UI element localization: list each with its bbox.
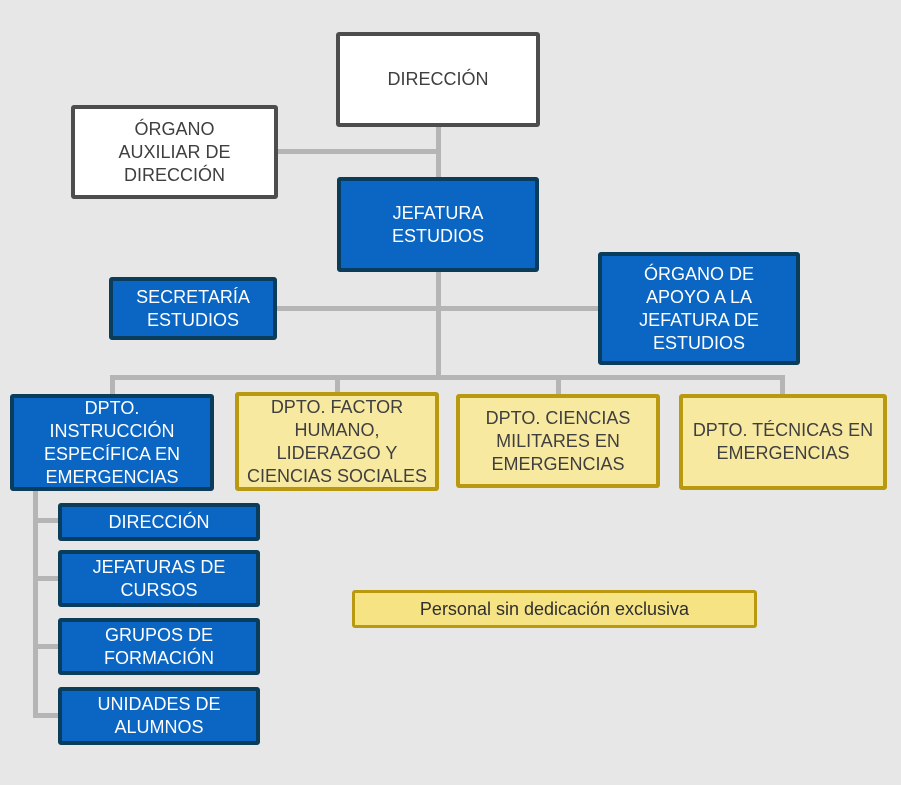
node-jefaturas-de-cursos: JEFATURAS DE CURSOS bbox=[58, 550, 260, 607]
node-dpto-factor-humano: DPTO. FACTOR HUMANO, LIDERAZGO Y CIENCIA… bbox=[235, 392, 439, 491]
node-organo-auxiliar-de-direccion: ÓRGANO AUXILIAR DE DIRECCIÓN bbox=[71, 105, 278, 199]
node-jefatura-estudios: JEFATURA ESTUDIOS bbox=[337, 177, 539, 272]
node-direccion: DIRECCIÓN bbox=[336, 32, 540, 127]
node-dpto-instruccion-especifica: DPTO. INSTRUCCIÓN ESPECÍFICA EN EMERGENC… bbox=[10, 394, 214, 491]
connector-drop-dpto-factor-humano bbox=[335, 375, 340, 392]
node-label: GRUPOS DE FORMACIÓN bbox=[104, 624, 214, 668]
node-dpto-tecnicas-emergencias: DPTO. TÉCNICAS EN EMERGENCIAS bbox=[679, 394, 887, 490]
node-organo-apoyo-jefatura-estudios: ÓRGANO DE APOYO A LA JEFATURA DE ESTUDIO… bbox=[598, 252, 800, 365]
node-label: UNIDADES DE ALUMNOS bbox=[97, 694, 221, 737]
node-label: ÓRGANO DE APOYO A LA JEFATURA DE ESTUDIO… bbox=[639, 263, 759, 353]
connector-drop-dpto-tecnicas bbox=[780, 375, 785, 394]
node-secretaria-estudios: SECRETARÍA ESTUDIOS bbox=[109, 277, 277, 340]
node-label: DPTO. TÉCNICAS EN EMERGENCIAS bbox=[692, 420, 874, 463]
node-unidades-de-alumnos: UNIDADES DE ALUMNOS bbox=[58, 687, 260, 745]
node-label: ÓRGANO AUXILIAR DE DIRECCIÓN bbox=[118, 118, 231, 185]
connector-subunits-vertical bbox=[33, 491, 38, 718]
node-label: SECRETARÍA ESTUDIOS bbox=[136, 286, 250, 330]
node-dpto-ciencias-militares: DPTO. CIENCIAS MILITARES EN EMERGENCIAS bbox=[456, 394, 660, 488]
connector-jefatura-down bbox=[436, 272, 441, 380]
connector-direccion-jefatura bbox=[436, 127, 441, 177]
node-label: JEFATURA ESTUDIOS bbox=[391, 202, 484, 246]
node-label: DIRECCIÓN bbox=[108, 511, 210, 532]
node-grupos-de-formacion: GRUPOS DE FORMACIÓN bbox=[58, 618, 260, 675]
node-label: DPTO. FACTOR HUMANO, LIDERAZGO Y CIENCIA… bbox=[246, 396, 428, 486]
node-label: DIRECCIÓN bbox=[387, 69, 489, 89]
connector-drop-dpto-militares bbox=[556, 375, 561, 394]
legend-label: Personal sin dedicación exclusiva bbox=[419, 598, 690, 619]
connector-secretaria-apoyo bbox=[275, 306, 600, 311]
node-label: DPTO. CIENCIAS MILITARES EN EMERGENCIAS bbox=[485, 407, 631, 474]
connector-organo-auxiliar bbox=[274, 149, 436, 154]
legend-personal-sin-dedicacion: Personal sin dedicación exclusiva bbox=[352, 590, 757, 628]
connector-stub-unidades-alumnos bbox=[33, 713, 58, 718]
node-sub-direccion: DIRECCIÓN bbox=[58, 503, 260, 541]
node-label: DPTO. INSTRUCCIÓN ESPECÍFICA EN EMERGENC… bbox=[43, 397, 181, 487]
node-label: JEFATURAS DE CURSOS bbox=[92, 556, 226, 600]
connector-stub-sub-direccion bbox=[33, 518, 58, 523]
connector-stub-jefaturas-cursos bbox=[33, 576, 58, 581]
connector-stub-grupos-formacion bbox=[33, 644, 58, 649]
connector-departments-horizontal bbox=[110, 375, 785, 380]
connector-drop-dpto-instruccion bbox=[110, 375, 115, 394]
